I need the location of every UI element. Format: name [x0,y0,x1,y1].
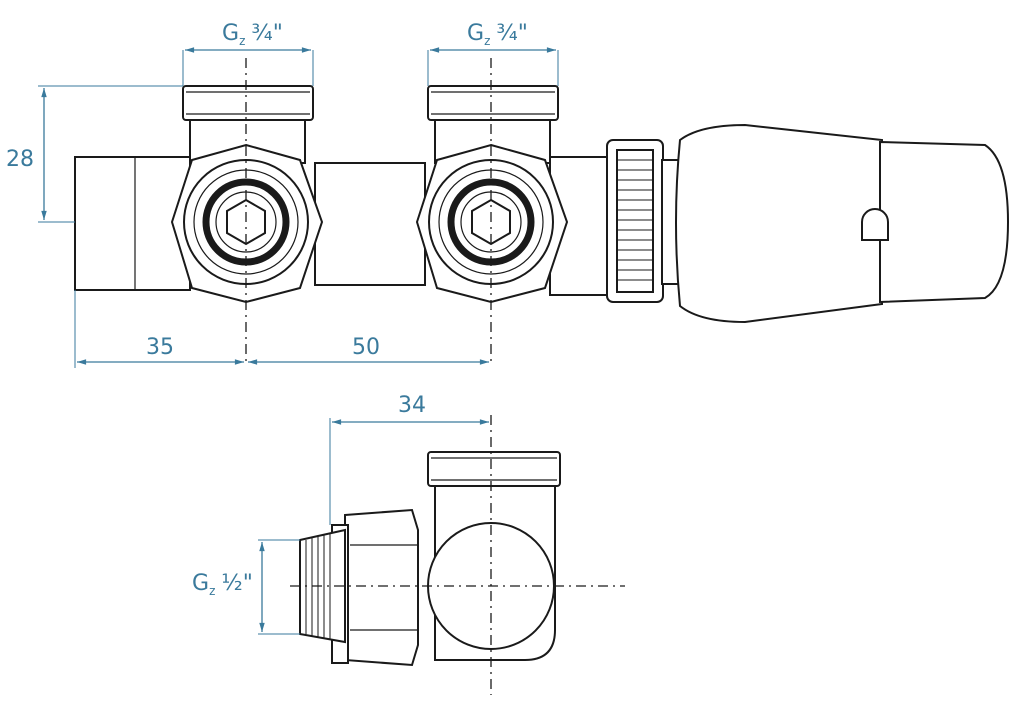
body-left [74,156,191,291]
height-dim: 28 [6,147,34,172]
outlet-1 [170,85,324,304]
offset-dim: 35 [146,335,174,360]
knurled-ring [606,139,664,303]
depth-dim: 34 [398,393,426,418]
outlet-2 [415,85,569,304]
union-nut [344,508,419,667]
body-middle [314,162,426,286]
thermostatic-head [675,123,1010,324]
tail-thread [299,528,346,644]
spacing-dim: 50 [352,335,380,360]
